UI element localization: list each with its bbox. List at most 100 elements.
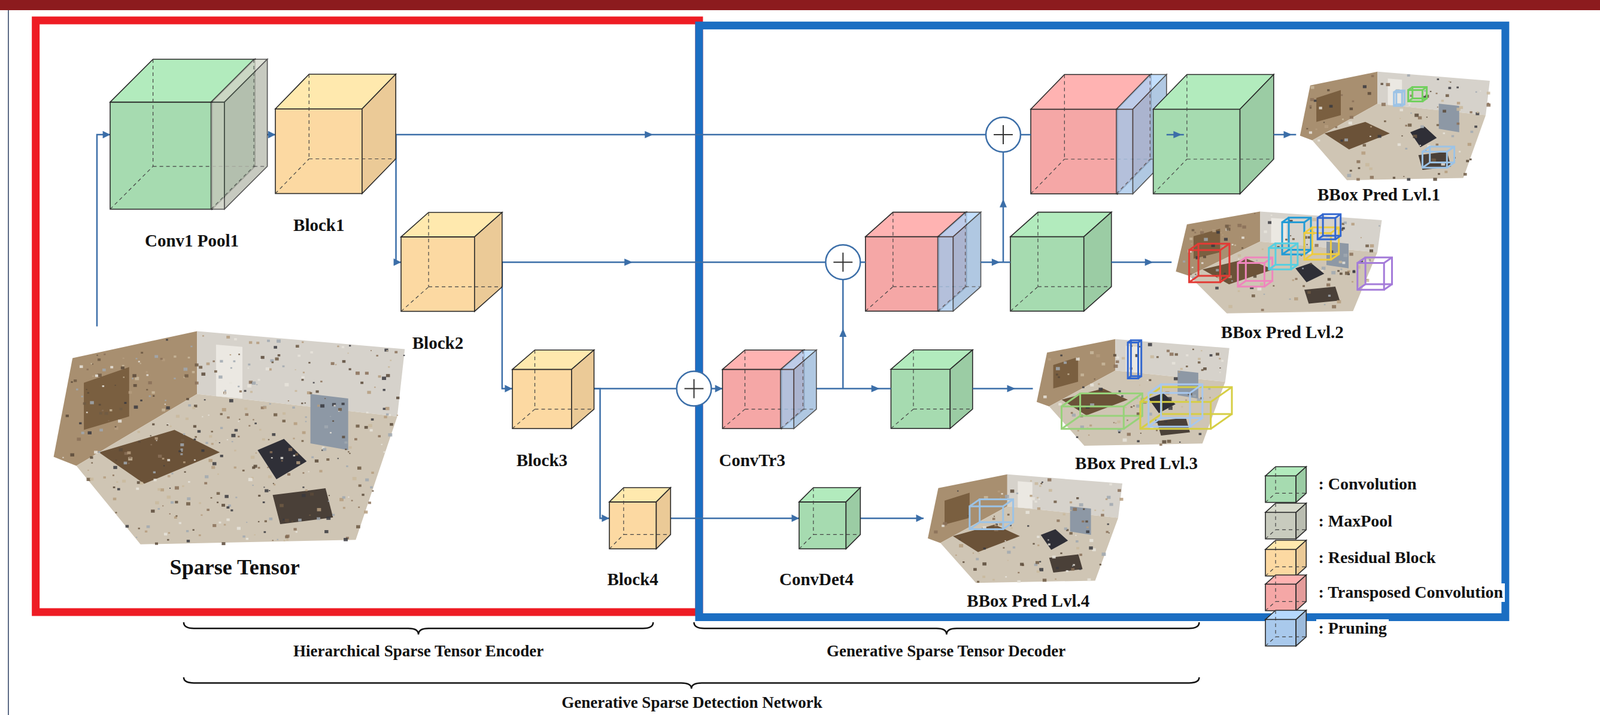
- point-sample: [343, 538, 348, 542]
- point-sample: [329, 416, 332, 418]
- point-sample: [252, 484, 254, 487]
- hidden-edge: [1186, 74, 1187, 160]
- point-sample: [194, 363, 199, 367]
- point-sample: [260, 355, 264, 359]
- sum-junction: [985, 117, 1021, 153]
- point-sample: [341, 359, 346, 363]
- point-sample: [1113, 421, 1115, 424]
- hidden-edge: [1064, 74, 1065, 160]
- hidden-edge: [1265, 566, 1276, 576]
- point-sample: [941, 525, 945, 528]
- bbox-wire: [1189, 275, 1199, 282]
- point-sample: [180, 453, 183, 455]
- cube-front: [1265, 584, 1296, 611]
- point-sample: [328, 495, 330, 497]
- point-sample: [1257, 286, 1262, 291]
- point-sample: [1451, 135, 1454, 138]
- point-sample: [237, 420, 239, 422]
- point-sample: [1194, 231, 1197, 233]
- point-sample: [324, 424, 329, 428]
- point-sample: [154, 436, 158, 440]
- point-sample: [1201, 369, 1204, 372]
- cube-shape: [609, 487, 671, 549]
- point-sample: [1289, 235, 1292, 237]
- point-sample: [268, 475, 272, 479]
- point-sample: [297, 354, 301, 357]
- point-sample: [316, 517, 321, 521]
- block-cube: [609, 487, 671, 549]
- point-sample: [198, 502, 202, 505]
- point-sample: [1310, 262, 1313, 265]
- point-sample: [281, 365, 285, 367]
- bbox-wire: [1268, 243, 1276, 248]
- point-sample: [196, 429, 200, 433]
- point-sample: [387, 366, 390, 369]
- section-label: Hierarchical Sparse Tensor Encoder: [293, 642, 544, 661]
- point-sample: [1166, 349, 1170, 352]
- point-sample: [89, 456, 93, 459]
- point-sample: [1253, 274, 1257, 278]
- point-sample: [230, 366, 233, 369]
- point-sample: [1399, 117, 1401, 120]
- point-sample: [341, 345, 344, 348]
- point-sample: [152, 471, 156, 473]
- room-furniture: [272, 488, 333, 525]
- point-sample: [320, 404, 325, 408]
- legend-text: : Residual Block: [1316, 548, 1438, 568]
- point-sample: [1403, 175, 1405, 178]
- point-sample: [293, 421, 297, 425]
- point-sample: [1085, 520, 1088, 524]
- point-sample: [1087, 578, 1092, 582]
- point-sample: [301, 493, 306, 497]
- point-sample: [283, 539, 285, 542]
- point-sample: [1090, 383, 1095, 387]
- point-sample: [1016, 580, 1020, 584]
- point-sample: [332, 402, 336, 406]
- point-sample: [301, 402, 303, 405]
- point-sample: [1362, 144, 1366, 147]
- cube-shape: [780, 350, 817, 429]
- point-sample: [1306, 243, 1308, 245]
- point-sample: [1459, 105, 1463, 109]
- point-sample: [1055, 567, 1059, 570]
- layer-block: [890, 350, 973, 429]
- point-sample: [101, 409, 104, 412]
- point-sample: [307, 471, 309, 473]
- cube-front: [722, 369, 782, 429]
- point-sample: [1362, 84, 1367, 88]
- point-sample: [80, 395, 83, 397]
- point-sample: [1444, 171, 1448, 174]
- point-sample: [1369, 135, 1372, 138]
- point-sample: [1109, 503, 1114, 507]
- point-sample: [1146, 379, 1149, 381]
- point-sample: [211, 442, 214, 445]
- point-sample: [1197, 361, 1201, 364]
- point-sample: [218, 442, 220, 444]
- point-cloud-figure: Sparse Tensor: [46, 326, 424, 552]
- point-sample: [226, 518, 230, 521]
- point-sample: [1315, 243, 1319, 247]
- point-sample: [218, 521, 221, 524]
- point-sample: [316, 508, 321, 512]
- point-sample: [161, 457, 165, 460]
- point-sample: [1038, 499, 1041, 501]
- bbox-wire: [969, 499, 980, 507]
- point-sample: [226, 416, 230, 420]
- point-sample: [183, 433, 185, 436]
- point-sample: [1037, 507, 1041, 510]
- point-sample: [380, 443, 382, 445]
- point-cloud-figure: BBox Pred Lvl.2: [1171, 209, 1393, 317]
- point-sample: [305, 489, 308, 492]
- point-sample: [1209, 354, 1213, 357]
- point-sample: [206, 508, 210, 512]
- point-sample: [1072, 508, 1077, 512]
- block-cube: [799, 487, 861, 549]
- cube-shape: [1265, 466, 1307, 503]
- room-furniture: [1070, 506, 1092, 536]
- point-sample: [1219, 367, 1222, 369]
- point-sample: [383, 451, 385, 454]
- point-sample: [1019, 563, 1024, 567]
- point-sample: [1445, 93, 1450, 97]
- point-sample: [186, 539, 190, 543]
- point-sample: [119, 407, 123, 411]
